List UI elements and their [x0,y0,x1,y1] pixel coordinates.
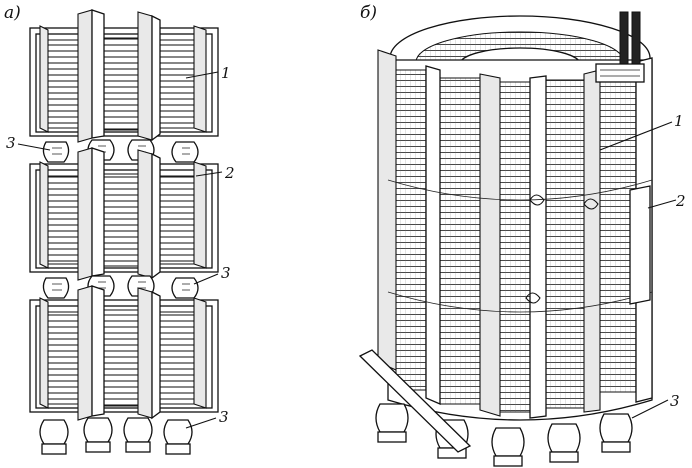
callout-a-3-bottom: 3 [219,408,229,426]
section-bottom [29,285,219,421]
terminals [595,11,645,83]
section-top [29,9,219,143]
callout-a-3-top: 3 [6,134,16,152]
leader-b-3 [631,399,669,419]
leader-b-2 [647,199,677,209]
insulators-middle [42,275,199,299]
section-middle [29,147,219,281]
panel-b-drawing: б) 1 2 3 [358,3,686,467]
leader-b-1 [599,121,673,151]
side-block [629,185,651,305]
callout-b-3: 3 [670,392,680,410]
leader-a-3-mid [193,273,219,285]
leader-a-3-bottom [185,417,217,429]
callout-b-2: 2 [675,192,686,210]
cylinder-body [377,49,653,421]
leader-a-3-top [17,143,51,151]
panel-b-label: б) [360,3,377,23]
insulators-top [42,139,199,163]
support-insulators [39,417,193,455]
callout-a-2: 2 [224,164,235,182]
callout-a-3-mid: 3 [221,264,231,282]
panel-a-label: а) [4,3,21,23]
leader-a-1 [185,71,219,79]
leader-a-2 [195,171,223,177]
panel-a-drawing: а) 1 3 2 3 3 [4,3,235,455]
callout-b-1: 1 [674,112,684,130]
base-insulators [358,349,633,467]
callout-a-1: 1 [221,64,231,82]
